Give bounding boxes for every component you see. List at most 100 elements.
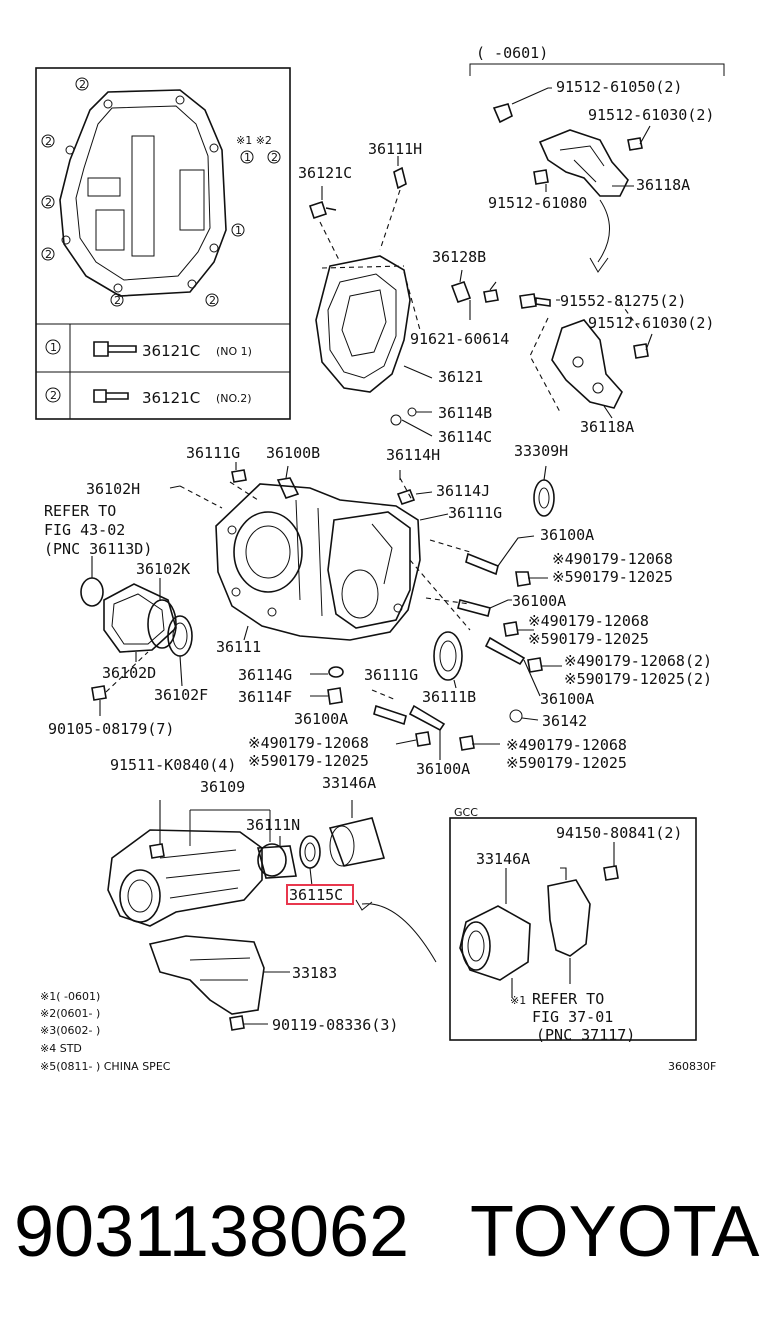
label-36111: 36111 [216,638,261,656]
inset-frame [35,67,291,420]
label-94150-80841: 94150-80841(2) [556,824,682,842]
top-bracket-range: ( -0601) [476,44,548,62]
footnote-5: ※5(0811- ) CHINA SPEC [40,1060,171,1073]
refer-line-4: REFER TO [532,990,604,1008]
part-number: 9031138062 [14,1192,409,1272]
refer-line-3: (PNC 36113D) [44,540,152,558]
svg-text:2: 2 [209,294,216,307]
note-90179-12068-b: ※490179-12068 [528,612,649,630]
refer-line-6: (PNC 37117) [536,1026,635,1044]
label-36142: 36142 [542,712,587,730]
svg-text:2: 2 [45,248,52,261]
label-36118A-top: 36118A [636,176,690,194]
note-90179-12068-e: ※490179-12068 [506,736,627,754]
label-90105-08179: 90105-08179(7) [48,720,174,738]
note-90179-12068-c: ※490179-12068(2) [564,652,712,670]
label-36111B: 36111B [422,688,476,706]
label-91512-61030-a: 91512-61030(2) [588,106,714,124]
note-90179-12025-c: ※590179-12025(2) [564,670,712,688]
bracket-assembly-mid [519,293,653,419]
gcc-title: GCC [454,806,478,819]
label-36100A-b: 36100A [512,592,566,610]
label-36114J: 36114J [436,482,490,500]
label-36111G-a: 36111G [186,444,240,462]
label-36102D: 36102D [102,664,156,682]
marker-1: 1 [244,151,251,164]
bracket-assembly-top: ( -0601) [469,44,725,273]
note-90179-12025-a: ※590179-12025 [552,568,673,586]
label-36100A-a: 36100A [540,526,594,544]
label-36114H: 36114H [386,446,440,464]
label-91512-61080: 91512-61080 [488,194,587,212]
highlight-box [286,884,354,905]
row1-part: 36121C [142,342,200,360]
label-36115C: 36115C [289,886,343,904]
label-91552-81275: 91552-81275(2) [560,292,686,310]
footnote-4: ※4 STD [40,1042,82,1055]
footnote-3: ※3(0602- ) [40,1024,100,1037]
row1-marker: 1 [50,341,57,354]
svg-text:2: 2 [45,196,52,209]
footnote-2: ※2(0601- ) [40,1007,100,1020]
label-36100A-d: 36100A [294,710,348,728]
svg-text:2: 2 [114,294,121,307]
gcc-panel [449,817,697,1041]
label-91511-K0840: 91511-K0840(4) [110,756,236,774]
label-33146A-b: 33146A [476,850,530,868]
note-90179-12025-b: ※590179-12025 [528,630,649,648]
row1-note: (NO 1) [216,345,252,358]
extension-36102 [80,556,193,716]
label-33183: 33183 [292,964,337,982]
label-91621-60614: 91621-60614 [410,330,509,348]
label-36109: 36109 [200,778,245,796]
label-36111N: 36111N [246,816,300,834]
row2-marker: 2 [50,389,57,402]
label-36121: 36121 [438,368,483,386]
label-36121C: 36121C [298,164,352,182]
note-90179-12025-e: ※590179-12025 [506,754,627,772]
label-36100A-e: 36100A [416,760,470,778]
label-36111H: 36111H [368,140,422,158]
row2-note: (NO.2) [216,392,252,405]
footnote-1: ※1( -0601) [40,990,100,1003]
gcc-frame [449,817,697,1041]
note-90179-12025-d: ※590179-12025 [248,752,369,770]
label-36102F: 36102F [154,686,208,704]
label-36100A-c: 36100A [540,690,594,708]
label-36114G: 36114G [238,666,292,684]
label-36114B: 36114B [438,404,492,422]
label-36111G-c: 36111G [364,666,418,684]
label-36100B: 36100B [266,444,320,462]
part-labels: 36111H 36121C 36128B 91621-60614 36121 3… [44,78,714,1044]
inset-marks: ※1 ※2 [236,134,272,147]
label-36111G-b: 36111G [448,504,502,522]
cover-plate-drawing [59,89,227,297]
label-36118A-mid: 36118A [580,418,634,436]
label-36114C: 36114C [438,428,492,446]
transfer-case-36111 [169,462,555,641]
note-90179-12068-d: ※490179-12068 [248,734,369,752]
brand-name: TOYOTA [470,1192,759,1272]
label-33146A-a: 33146A [322,774,376,792]
inset-circled-markers: 2 2 2 2 2 2 2 1 1 [41,77,281,307]
refer-line-5: FIG 37-01 [532,1008,613,1026]
rear-cover-36121 [308,156,499,437]
label-91512-61050: 91512-61050(2) [556,78,682,96]
svg-text:1: 1 [235,224,242,237]
label-90119-08336: 90119-08336(3) [272,1016,398,1034]
svg-text:2: 2 [271,151,278,164]
inset-panel: ※1 ※2 2 2 2 2 2 2 2 1 1 1 36121C (NO 1) … [35,67,291,420]
footnotes: ※1( -0601) ※2(0601- ) ※3(0602- ) ※4 STD … [40,990,171,1073]
row2-part: 36121C [142,389,200,407]
marker-2: 2 [45,135,52,148]
label-x1: ※1 [510,994,526,1007]
lower-assembly [107,800,437,1031]
label-36128B: 36128B [432,248,486,266]
svg-text:2: 2 [79,78,86,91]
label-91512-61030-b: 91512-61030(2) [588,314,714,332]
refer-line-2: FIG 43-02 [44,521,125,539]
label-36102H: 36102H [86,480,140,498]
diagram-code: 360830F [668,1060,716,1073]
label-33309H: 33309H [514,442,568,460]
